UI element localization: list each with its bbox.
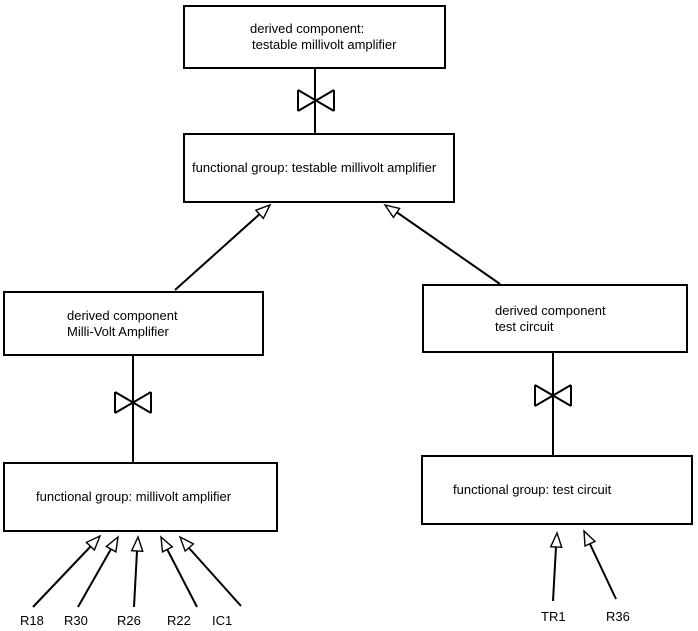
component-arrow-TR1 [549,531,563,602]
component-arrow-R30 [77,535,119,608]
node-derived-component-milli-volt-amplifier: derived component Milli-Volt Amplifier [3,291,264,356]
node-text-line: testable millivolt amplifier [252,37,397,52]
node-text-line: Milli-Volt Amplifier [67,323,169,339]
node-functional-group-millivolt-amplifier: functional group: millivolt amplifier [3,462,278,532]
component-arrow-R18 [32,534,102,608]
component-label-R22: R22 [167,613,191,628]
node-text-line: functional group: testable millivolt amp… [192,160,437,175]
component-label-IC1: IC1 [212,613,233,628]
component-arrow-R22 [160,535,198,608]
component-label-TR1: TR1 [541,609,566,624]
component-label-R18: R18 [20,613,44,628]
node-derived-component-test-circuit: derived component test circuit [422,284,688,353]
node-text-line: functional group: test circuit [453,482,612,497]
node-text-line: derived component [495,302,606,318]
node-functional-group-testable-millivolt-amplifier: functional group: testable millivolt amp… [183,133,455,203]
refinement-arrow [174,203,272,291]
node-text-line: functional group: millivolt amplifier [36,489,232,504]
component-arrow-R26 [130,535,144,608]
bowtie-decomposition-icon [297,89,335,112]
node-derived-component-testable-millivolt-amplifier: derived component: testable millivolt am… [183,5,446,69]
component-arrow-IC1 [178,535,242,607]
component-arrow-R36 [583,529,617,600]
component-label-R30: R30 [64,613,88,628]
bowtie-decomposition-icon [114,391,152,414]
bowtie-decomposition-icon [534,384,572,407]
node-text-line: test circuit [495,318,554,334]
node-text-line: derived component [67,307,178,323]
component-label-R26: R26 [117,613,141,628]
component-label-R36: R36 [606,609,630,624]
node-text-line: derived component: [250,21,365,36]
node-functional-group-test-circuit: functional group: test circuit [421,455,693,525]
refinement-arrow [383,203,501,285]
